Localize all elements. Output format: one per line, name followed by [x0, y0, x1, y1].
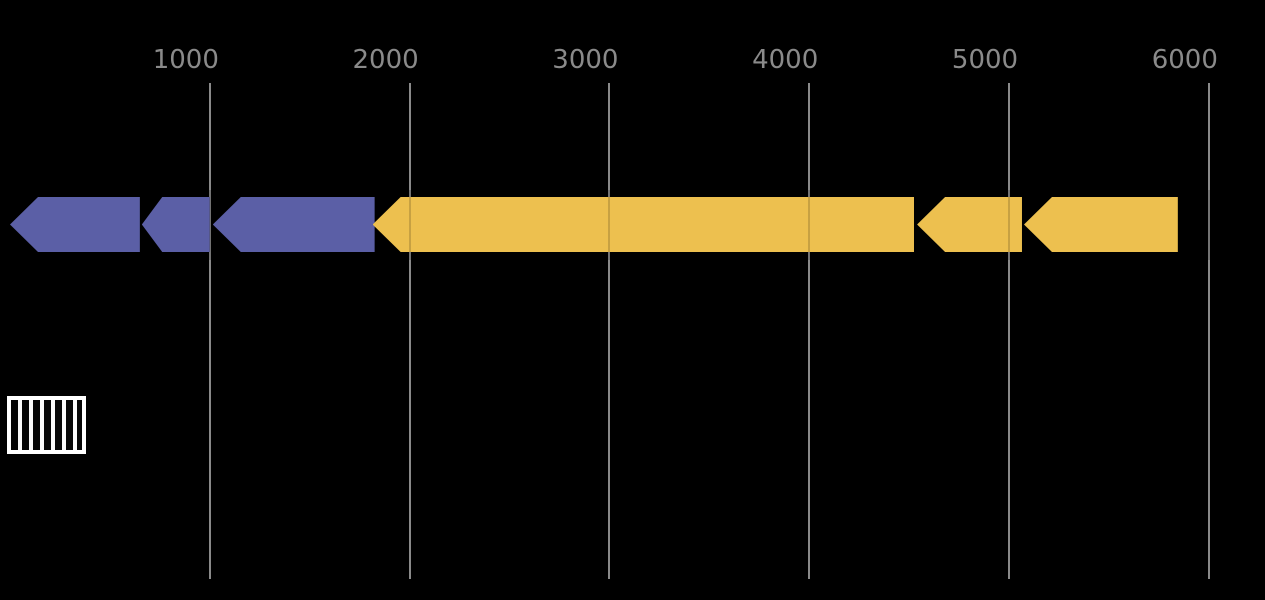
gridline-overlay — [608, 190, 611, 260]
axis-tick-label: 6000 — [1151, 45, 1218, 75]
feature-2-arrow — [141, 197, 210, 252]
gridline-overlay — [208, 190, 211, 260]
axis-tick-label: 2000 — [352, 45, 419, 75]
gridline-overlay — [1207, 190, 1210, 260]
hatched-legend-swatch — [7, 396, 86, 454]
axis-tick-label: 5000 — [951, 45, 1019, 75]
legend-stripe-pattern — [11, 400, 82, 450]
feature-4-arrow — [372, 197, 915, 252]
gridline — [208, 83, 211, 579]
gridline-overlay — [408, 190, 411, 260]
feature-5-arrow — [917, 197, 1022, 252]
axis-tick-label: 3000 — [552, 45, 619, 75]
gridline — [608, 83, 611, 579]
axis-tick-label: 4000 — [752, 45, 819, 75]
feature-3-arrow — [212, 197, 375, 252]
gridline — [1207, 83, 1210, 579]
gridline — [1008, 83, 1010, 579]
feature-6-arrow — [1023, 197, 1178, 252]
gridline — [408, 83, 411, 579]
gridline-overlay — [1008, 190, 1010, 260]
axis-tick-label: 1000 — [152, 45, 219, 75]
feature-1-arrow — [10, 197, 140, 252]
gridline — [808, 83, 811, 579]
gridline-overlay — [808, 190, 811, 260]
